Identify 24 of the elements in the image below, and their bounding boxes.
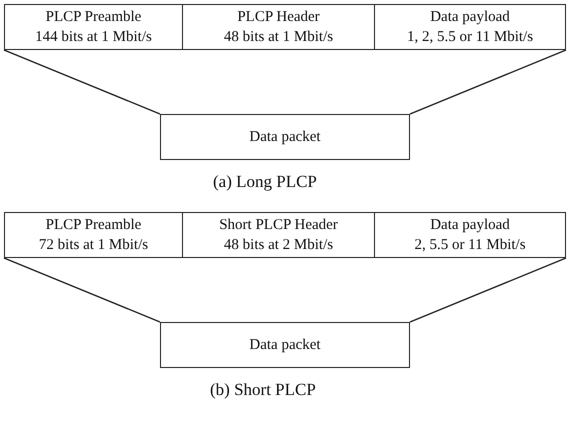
field-text: PLCP Preamble bbox=[46, 8, 142, 27]
figure-caption: (b) Short PLCP bbox=[210, 380, 316, 400]
field-text: 144 bits at 1 Mbit/s bbox=[35, 28, 152, 47]
field-text: 1, 2, 5.5 or 11 Mbit/s bbox=[406, 28, 534, 47]
frame-box bbox=[4, 212, 566, 258]
connector-line bbox=[410, 49, 566, 115]
field-text: Data payload bbox=[430, 216, 510, 235]
field-text: Data packet bbox=[249, 128, 321, 147]
field-text: PLCP Preamble bbox=[46, 216, 142, 235]
connector-line bbox=[4, 49, 160, 115]
connector-line bbox=[4, 257, 160, 323]
field-text: 72 bits at 1 Mbit/s bbox=[38, 236, 148, 255]
frame-box bbox=[4, 4, 566, 50]
connector-line bbox=[410, 257, 566, 323]
field-text: 48 bits at 2 Mbit/s bbox=[224, 236, 334, 255]
field-text: Data payload bbox=[430, 8, 510, 27]
field-text: Data packet bbox=[249, 336, 321, 355]
field-text: 48 bits at 1 Mbit/s bbox=[224, 28, 334, 47]
figure-caption: (a) Long PLCP bbox=[213, 172, 317, 192]
field-text: PLCP Header bbox=[237, 8, 320, 27]
field-text: Short PLCP Header bbox=[219, 216, 338, 235]
packet-box bbox=[160, 322, 410, 368]
field-text: 2, 5.5 or 11 Mbit/s bbox=[414, 236, 526, 255]
packet-box bbox=[160, 114, 410, 160]
